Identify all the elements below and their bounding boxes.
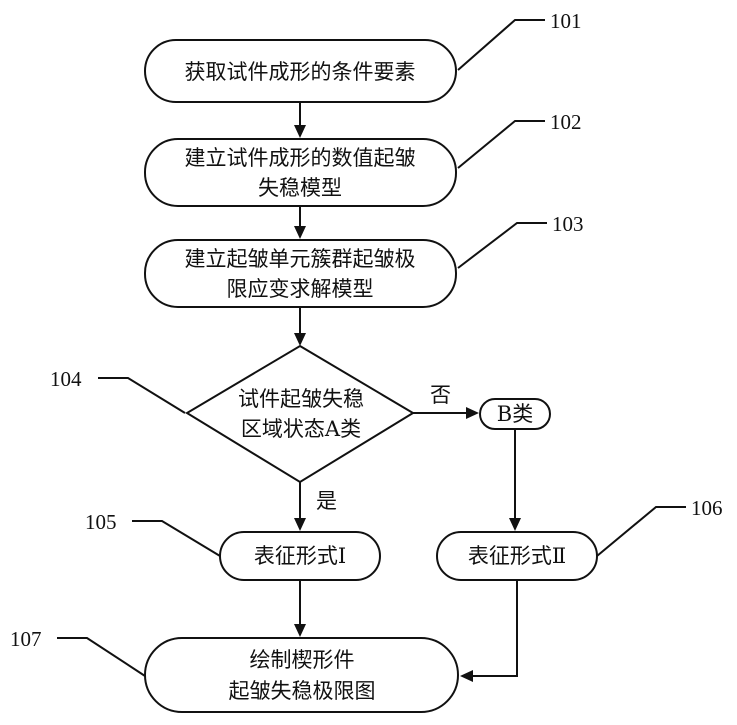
connector-106-107 xyxy=(472,580,517,676)
arrowhead-103-104 xyxy=(294,333,306,346)
step-103-label-line1: 建立起皱单元簇群起皱极 xyxy=(185,247,416,271)
step-104-ref: 104 xyxy=(50,367,82,391)
step-101-label: 获取试件成形的条件要素 xyxy=(185,60,416,84)
b-class-label: B类 xyxy=(497,402,533,426)
arrowhead-102-103 xyxy=(294,226,306,239)
step-105-leader xyxy=(132,521,220,556)
arrowhead-bclass-106 xyxy=(509,518,521,531)
step-103-ref: 103 xyxy=(552,212,584,236)
step-105-label: 表征形式Ⅰ xyxy=(254,544,346,568)
arrowhead-104-105 xyxy=(294,518,306,531)
step-102-label-line1: 建立试件成形的数值起皱 xyxy=(185,146,416,170)
arrowhead-105-107 xyxy=(294,624,306,637)
step-102-leader xyxy=(458,121,545,168)
step-106-label: 表征形式Ⅱ xyxy=(468,544,566,568)
branch-label-yes: 是 xyxy=(316,489,337,513)
step-107-label-line1: 绘制楔形件 xyxy=(250,648,355,672)
step-104-label-line2: 区域状态A类 xyxy=(241,417,361,441)
step-102-label-line2: 失稳模型 xyxy=(258,176,342,200)
step-107-label-line2: 起皱失稳极限图 xyxy=(229,679,376,703)
arrowhead-106-107 xyxy=(460,670,473,682)
branch-label-no: 否 xyxy=(430,383,451,407)
step-107-leader xyxy=(57,638,145,676)
step-103-leader xyxy=(458,223,547,268)
step-104-label-line1: 试件起皱失稳 xyxy=(238,387,364,411)
step-101-leader xyxy=(458,20,545,70)
step-106-leader xyxy=(597,507,686,556)
step-107-ref: 107 xyxy=(10,627,42,651)
arrowhead-101-102 xyxy=(294,125,306,138)
step-104-decision xyxy=(187,346,413,482)
step-104-leader xyxy=(98,378,185,413)
step-102-ref: 102 xyxy=(550,110,582,134)
step-101-ref: 101 xyxy=(550,9,582,33)
step-103-label-line2: 限应变求解模型 xyxy=(227,277,374,301)
arrowhead-104-bclass xyxy=(466,407,479,419)
step-105-ref: 105 xyxy=(85,510,117,534)
step-106-ref: 106 xyxy=(691,496,723,520)
